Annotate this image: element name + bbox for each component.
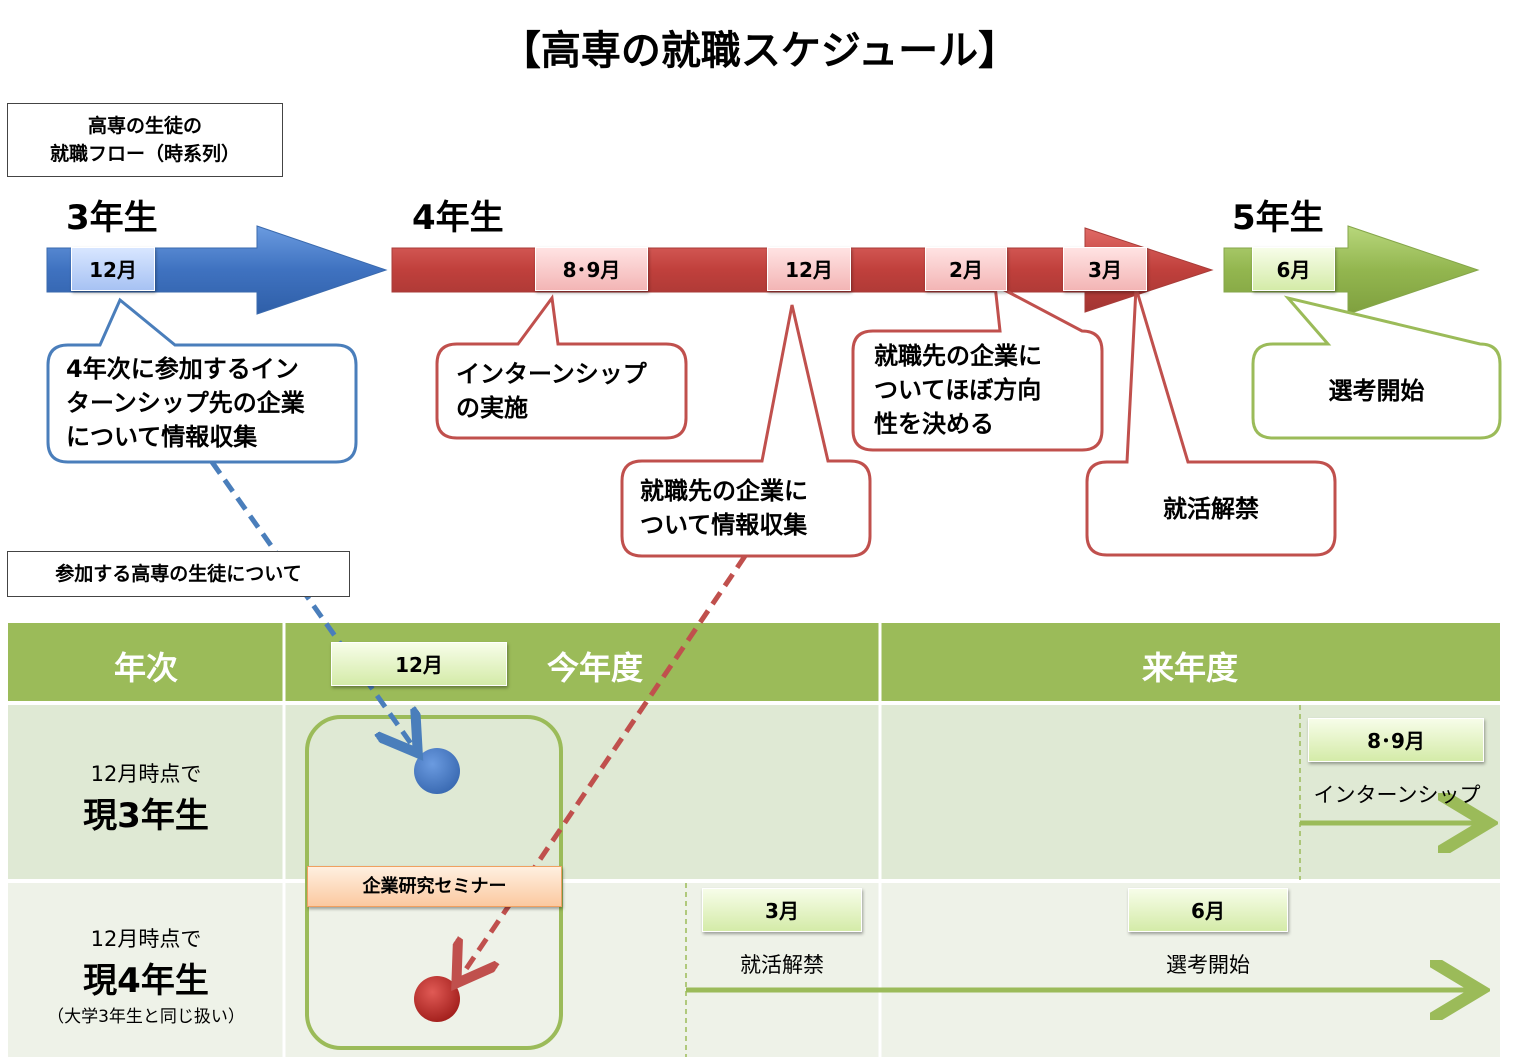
callout-line: 性を決める bbox=[874, 410, 994, 438]
callout-selection bbox=[1251, 295, 1502, 440]
callout-direction bbox=[851, 282, 1104, 452]
row2-selection-caption: 選考開始 bbox=[1166, 953, 1250, 977]
callout-line: ついて情報収集 bbox=[640, 511, 808, 539]
row2-kaikin-caption: 就活解禁 bbox=[740, 953, 824, 977]
callout-line: ターンシップ先の企業 bbox=[66, 389, 305, 417]
callout-line: について情報収集 bbox=[66, 423, 258, 451]
year-label-4: 4年生 bbox=[412, 198, 504, 238]
tag-4th-mar: 3月 bbox=[1063, 247, 1147, 291]
callout-line: 就職先の企業に bbox=[874, 342, 1042, 370]
callout-kaikin-text: 就活解禁 bbox=[1163, 495, 1259, 523]
callout-internship-text: インターンシップ の実施 bbox=[456, 357, 647, 425]
callout-kaikin bbox=[1085, 287, 1337, 557]
callout-info-internship bbox=[46, 297, 358, 464]
page-title: 【高専の就職スケジュール】 bbox=[500, 28, 1019, 74]
students-caption: 参加する高専の生徒について bbox=[7, 551, 350, 597]
tag-3rd-dec: 12月 bbox=[71, 247, 155, 291]
tag-4th-feb: 2月 bbox=[925, 247, 1007, 291]
dot-current-4th bbox=[414, 976, 460, 1022]
tag-4th-dec: 12月 bbox=[767, 247, 851, 291]
row1-aug-sep-tag: 8･9月 bbox=[1308, 718, 1484, 762]
callout-info-company bbox=[620, 304, 872, 558]
callout-line: 就職先の企業に bbox=[640, 477, 808, 505]
callout-line: ついてほぼ方向 bbox=[874, 376, 1042, 404]
row1-label: 12月時点で 現3年生 bbox=[8, 758, 284, 837]
row1-prefix: 12月時点で bbox=[90, 762, 202, 786]
row2-title: 現4年生 bbox=[83, 961, 209, 1001]
table-header-this-year: 今年度 bbox=[546, 649, 643, 687]
callout-line: インターンシップ bbox=[456, 360, 647, 388]
callout-direction-text: 就職先の企業に ついてほぼ方向 性を決める bbox=[874, 339, 1042, 441]
callout-selection-text: 選考開始 bbox=[1328, 377, 1425, 405]
callout-info-internship-text: 4年次に参加するイン ターンシップ先の企業 について情報収集 bbox=[66, 352, 305, 454]
table-header-bg bbox=[8, 623, 1500, 701]
table-header-dec-tag: 12月 bbox=[331, 642, 507, 686]
table-row1-bg bbox=[8, 705, 1500, 879]
seminar-tag: 企業研究セミナー bbox=[307, 866, 562, 907]
tag-5th-jun: 6月 bbox=[1252, 247, 1335, 291]
callout-line: の実施 bbox=[456, 394, 528, 422]
flow-caption-line1: 高専の生徒の bbox=[87, 115, 202, 137]
table-header-year: 年次 bbox=[113, 649, 178, 687]
row2-note: （大学3年生と同じ扱い） bbox=[47, 1007, 245, 1027]
tag-4th-aug-sep: 8･9月 bbox=[535, 247, 648, 291]
callout-line: 4年次に参加するイン bbox=[66, 355, 299, 383]
year-label-3: 3年生 bbox=[66, 198, 158, 238]
flow-caption: 高専の生徒の 就職フロー（時系列） bbox=[7, 103, 283, 177]
table-header-next-year: 来年度 bbox=[1141, 649, 1238, 687]
row2-mar-tag: 3月 bbox=[702, 888, 862, 932]
callout-info-company-text: 就職先の企業に ついて情報収集 bbox=[640, 474, 808, 542]
dot-current-3rd bbox=[414, 748, 460, 794]
row1-internship-caption: インターンシップ bbox=[1313, 783, 1481, 807]
row2-label: 12月時点で 現4年生 （大学3年生と同じ扱い） bbox=[8, 923, 284, 1027]
year-label-5: 5年生 bbox=[1232, 198, 1324, 238]
row2-prefix: 12月時点で bbox=[90, 927, 202, 951]
row1-title: 現3年生 bbox=[83, 796, 209, 836]
callout-internship bbox=[435, 294, 688, 440]
row2-jun-tag: 6月 bbox=[1128, 888, 1288, 932]
flow-caption-line2: 就職フロー（時系列） bbox=[49, 143, 240, 165]
blue-dashed-connector bbox=[209, 460, 412, 745]
